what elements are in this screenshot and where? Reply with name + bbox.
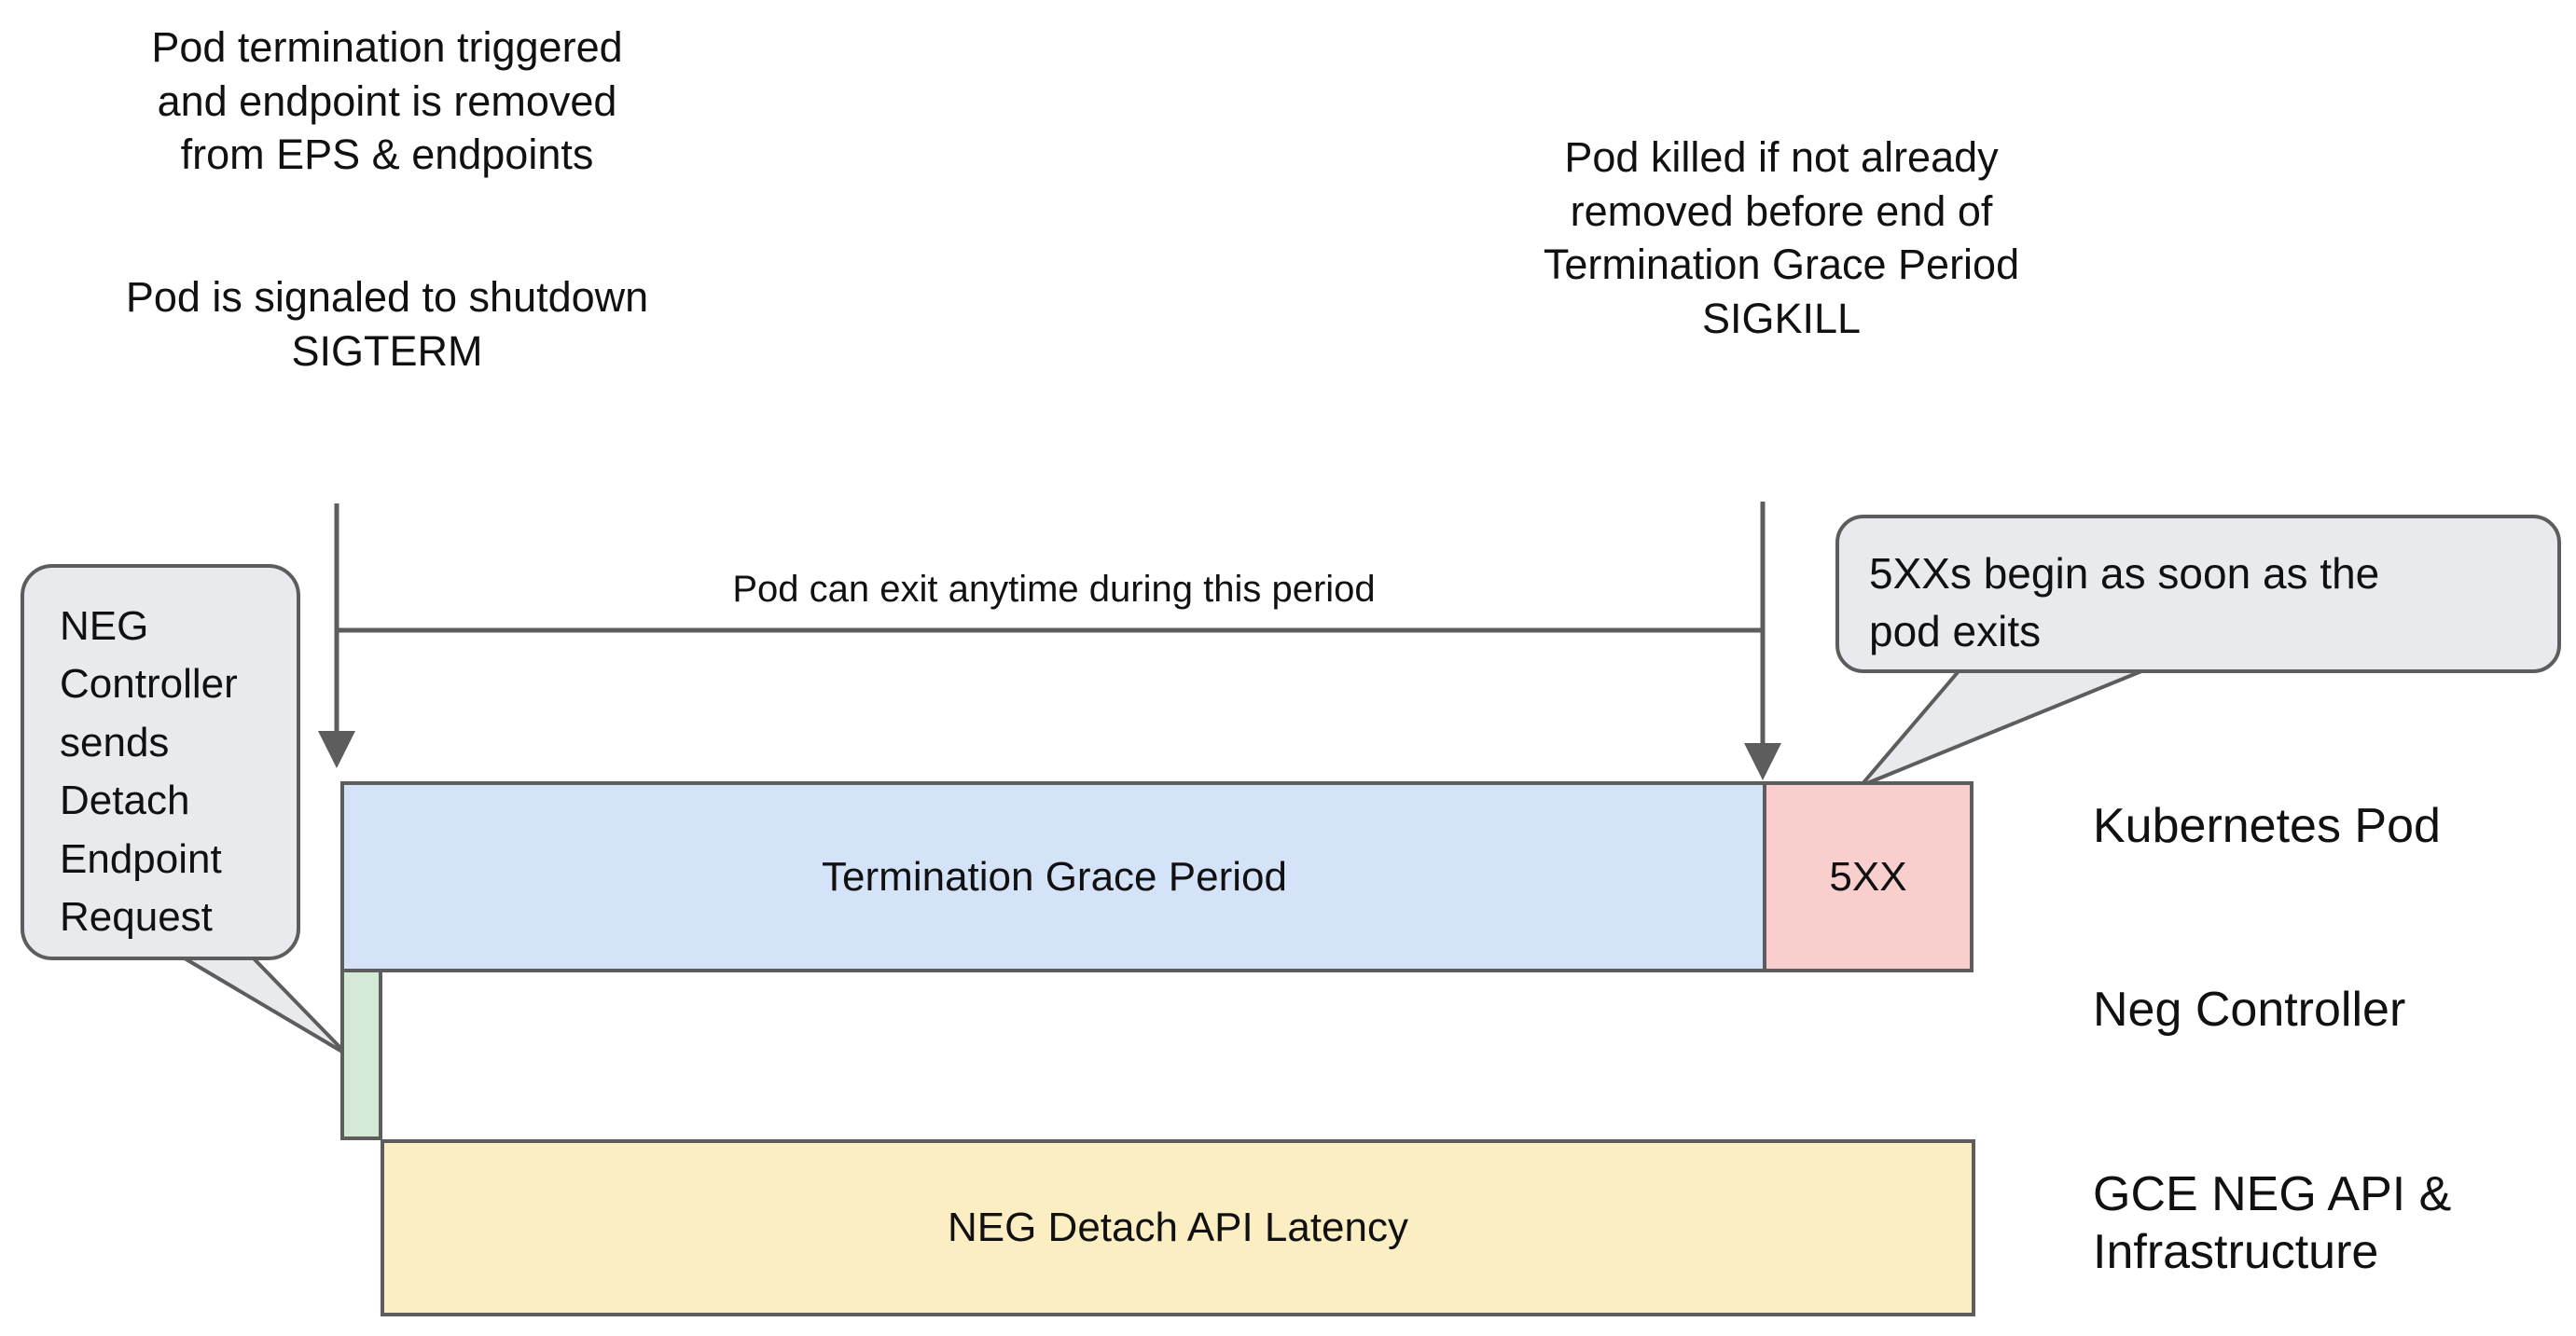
callout-neg-controller[interactable]: NEG Controller sends Detach Endpoint Req… [21,564,300,960]
callout-5xx-begin-text: 5XXs begin as soon as the pod exits [1869,549,2380,656]
note-pod-killed-sigkill: Pod killed if not already removed before… [1543,133,2020,342]
row-label-gce-neg-api-infrastructure: GCE NEG API & Infrastructure [2093,1167,2452,1280]
row-label-kubernetes-pod: Kubernetes Pod [2093,799,2441,853]
bar-termination-grace-period[interactable]: Termination Grace Period [340,781,1765,972]
bar-neg-detach-api-latency-label: NEG Detach API Latency [947,1205,1409,1250]
neg-callout-tail [183,953,349,1056]
bar-5xx-label: 5XX [1829,853,1907,900]
bar-neg-detach-api-latency[interactable]: NEG Detach API Latency [381,1139,1975,1316]
note-pod-termination-triggered: Pod termination triggered and endpoint i… [151,23,623,179]
callout-neg-controller-text: NEG Controller sends Detach Endpoint Req… [60,603,238,941]
note-pod-signaled-sigterm: Pod is signaled to shutdown SIGTERM [125,273,649,375]
period-span-caption: Pod can exit anytime during this period [732,569,1376,610]
bar-termination-grace-period-label: Termination Grace Period [822,853,1287,900]
row-label-neg-controller: Neg Controller [2093,983,2406,1037]
bar-5xx[interactable]: 5XX [1763,781,1974,972]
5xx-callout-tail [1859,669,2143,788]
callout-5xx-begin[interactable]: 5XXs begin as soon as the pod exits [1835,515,2561,673]
bar-neg-detach-request[interactable] [340,972,382,1140]
